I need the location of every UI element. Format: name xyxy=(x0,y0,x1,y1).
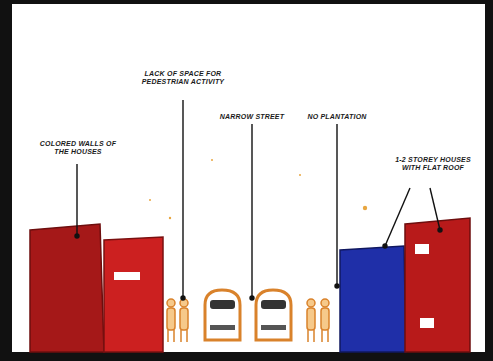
pedestrians xyxy=(307,299,329,342)
leader-lines xyxy=(75,100,442,300)
blue-house xyxy=(340,246,406,352)
callout-label: NO PLANTATION xyxy=(298,113,376,121)
vehicles xyxy=(205,290,291,340)
window xyxy=(415,244,429,254)
paint-dots xyxy=(149,159,367,263)
callout-label: LACK OF SPACE FOR PEDESTRIAN ACTIVITY xyxy=(140,70,226,86)
callout-label: COLORED WALLS OF THE HOUSES xyxy=(38,140,118,156)
red-house xyxy=(104,237,163,352)
red-house xyxy=(405,218,470,352)
red-house xyxy=(30,224,104,352)
window xyxy=(114,272,140,280)
pedestrians xyxy=(167,299,188,342)
callout-label: NARROW STREET xyxy=(214,113,290,121)
callout-label: 1-2 STOREY HOUSES WITH FLAT ROOF xyxy=(392,156,474,172)
window xyxy=(420,318,434,328)
